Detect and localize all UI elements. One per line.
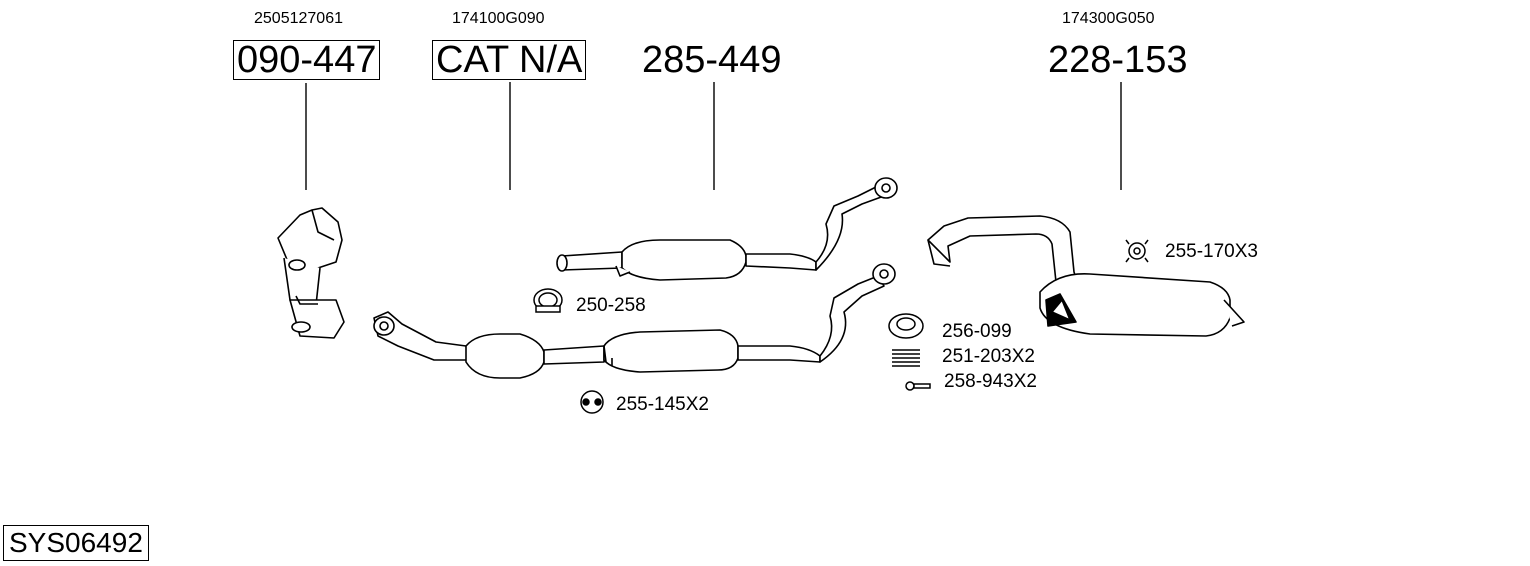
accessory-label[interactable]: 255-170X3	[1165, 241, 1258, 262]
bolt-icon	[905, 381, 931, 391]
intermediate-pipe-drawing	[556, 177, 898, 281]
gasket-ring-icon	[888, 313, 924, 339]
spring-icon	[892, 349, 920, 367]
part-number-090-447[interactable]: 090-447	[233, 40, 381, 80]
oem-number: 174300G050	[1062, 10, 1155, 27]
part-number-228-153[interactable]: 228-153	[1048, 39, 1188, 81]
accessory-label[interactable]: 256-099	[942, 321, 1012, 342]
oem-number: 174100G090	[452, 10, 545, 27]
oem-number: 2505127061	[254, 10, 343, 27]
part-number-cat[interactable]: CAT N/A	[432, 40, 587, 80]
accessory-label[interactable]: 251-203X2	[942, 346, 1035, 367]
manifold-part-drawing	[277, 207, 345, 339]
clamp-icon	[533, 288, 563, 313]
front-pipe-drawing	[373, 263, 896, 379]
hanger-icon	[1125, 239, 1149, 263]
system-code: SYS06492	[3, 525, 149, 561]
accessory-label[interactable]: 255-145X2	[616, 394, 709, 415]
rear-silencer-drawing	[927, 215, 1245, 337]
accessory-label[interactable]: 250-258	[576, 295, 646, 316]
part-number-285-449[interactable]: 285-449	[642, 39, 782, 81]
accessory-label[interactable]: 258-943X2	[944, 371, 1037, 392]
rubber-mount-icon	[580, 390, 604, 414]
